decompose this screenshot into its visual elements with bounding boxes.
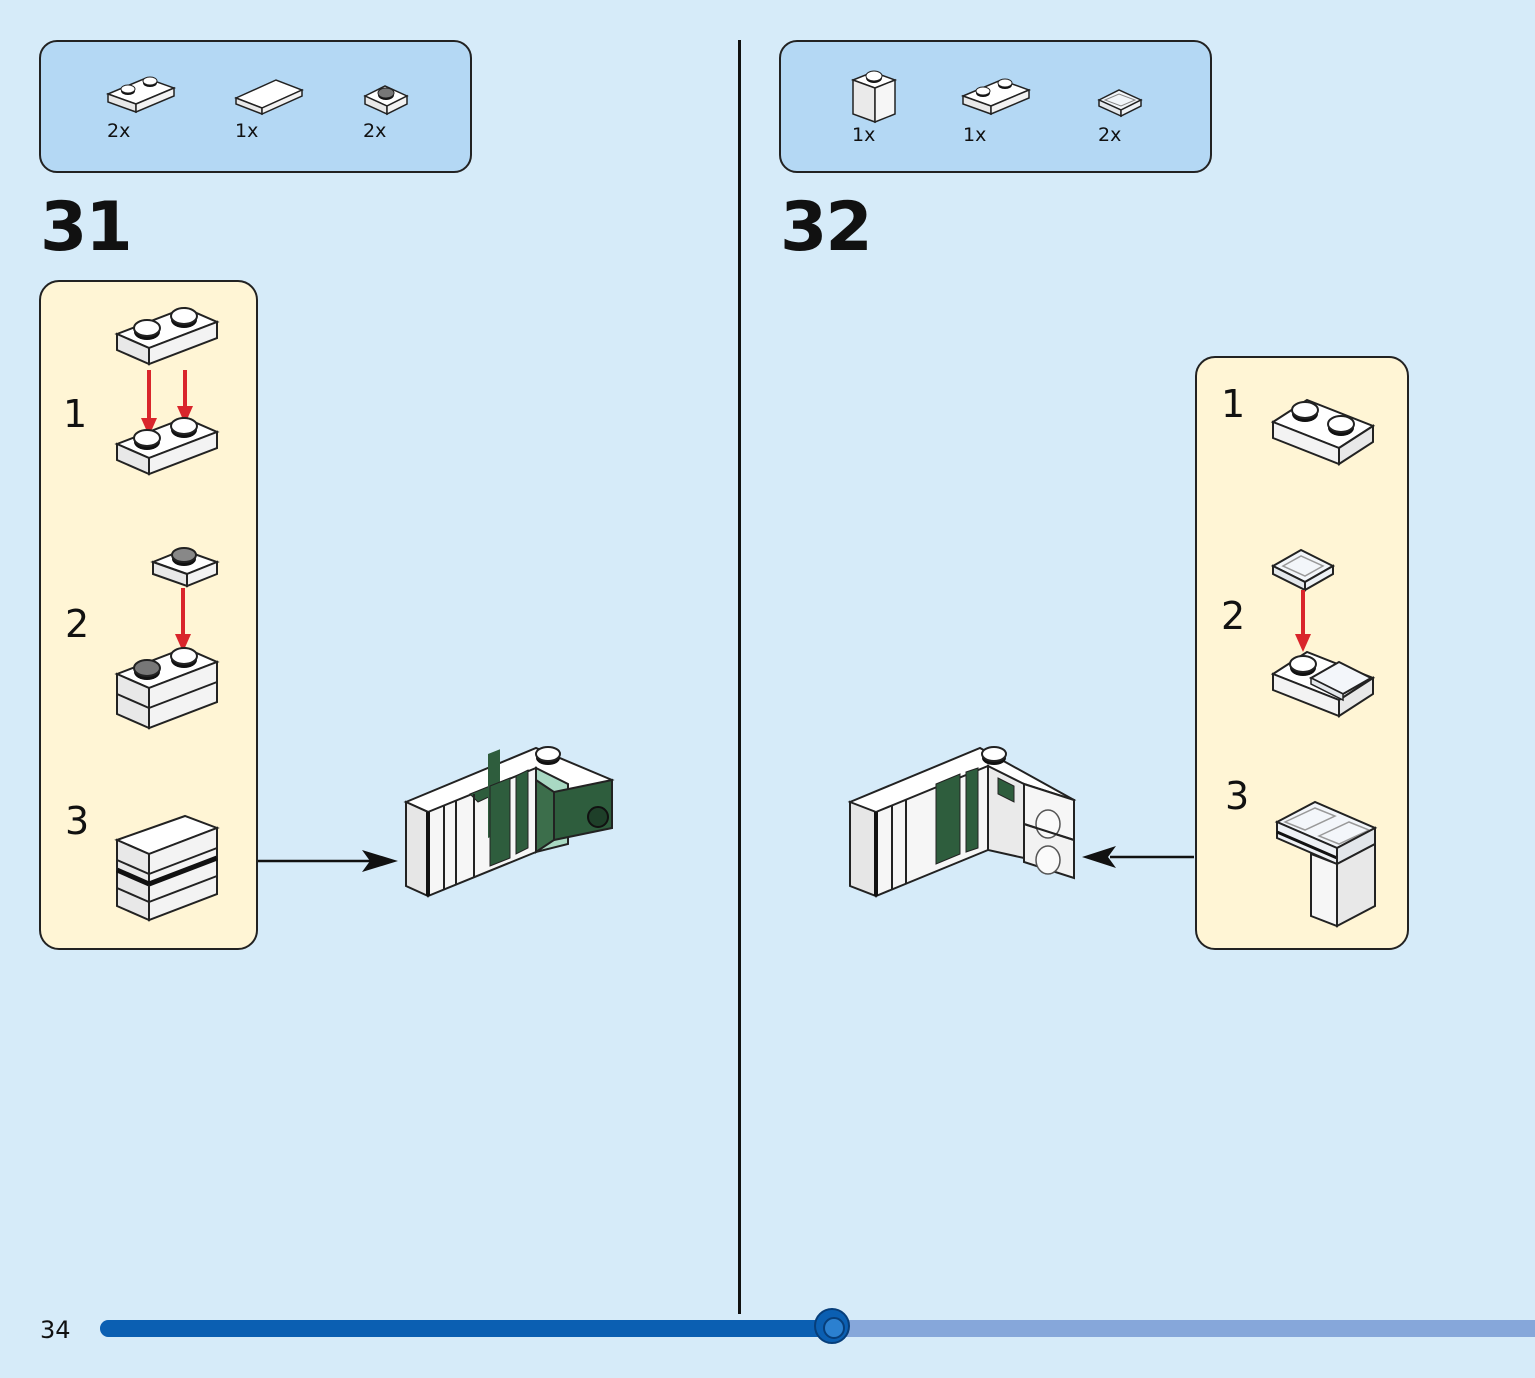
step-number: 32	[780, 188, 873, 267]
part-qty: 1x	[852, 124, 876, 146]
parts-list-step-31: 2x 1x 2x	[39, 40, 472, 173]
part-qty: 1x	[235, 120, 259, 142]
brick-1x1-white-icon	[850, 70, 898, 124]
part-qty: 1x	[963, 124, 987, 146]
tile-1x1-trans-clear-icon	[1097, 89, 1143, 118]
step-number: 31	[40, 188, 133, 267]
substep-box-step-32: 1 2 3	[1195, 356, 1409, 950]
part-qty: 2x	[363, 120, 387, 142]
progress-bar	[100, 1308, 1535, 1344]
page-number: 34	[40, 1316, 71, 1344]
red-arrow-icon	[1295, 590, 1311, 652]
red-arrow-icon	[175, 588, 191, 652]
substep-number: 2	[1221, 594, 1246, 638]
substep-number: 3	[1225, 774, 1250, 818]
plate-1x1-round-white-icon	[363, 85, 409, 116]
stacked-assembly-icon	[114, 814, 220, 922]
plate-1x2-white-icon	[114, 416, 220, 476]
substep-number: 2	[65, 602, 90, 646]
part-qty: 2x	[1098, 124, 1122, 146]
substep-box-step-31: 1 2 3	[39, 280, 258, 950]
callout-arrow	[1082, 846, 1194, 868]
plate-1x2-white-icon	[114, 306, 220, 366]
assembly-l-shape-icon	[1274, 800, 1378, 928]
parts-list-step-32: 1x 1x 2x	[779, 40, 1212, 173]
part-qty: 2x	[107, 120, 131, 142]
red-arrow-icon	[141, 370, 193, 436]
plate-with-tile-icon	[1270, 650, 1376, 718]
stacked-plates-icon	[114, 646, 220, 730]
progress-knob	[814, 1308, 850, 1344]
assembly-model-icon	[403, 746, 615, 898]
plate-1x2-white-icon	[105, 76, 177, 114]
substep-number: 1	[63, 392, 88, 436]
plate-1x2-white-icon	[1270, 398, 1376, 466]
substep-number: 3	[65, 799, 90, 843]
tile-1x2-white-icon	[234, 79, 304, 116]
tile-1x1-trans-clear-icon	[1270, 548, 1336, 592]
plate-1x1-round-white-icon	[150, 547, 220, 588]
assembly-model-icon	[847, 746, 1077, 898]
progress-fill	[100, 1320, 832, 1337]
page-divider	[738, 40, 741, 1314]
plate-1x2-white-icon	[960, 78, 1032, 116]
substep-number: 1	[1221, 382, 1246, 426]
callout-arrow	[258, 850, 398, 872]
